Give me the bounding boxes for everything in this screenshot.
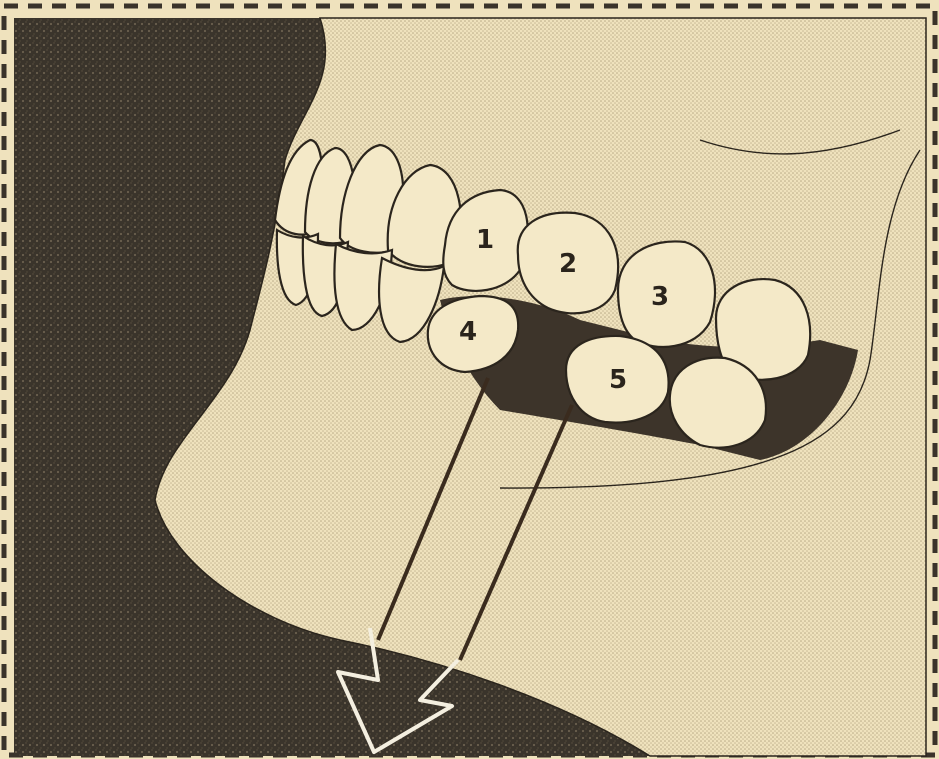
tooth-label-3: 3 xyxy=(651,282,669,312)
tooth-label-5: 5 xyxy=(609,365,627,395)
tooth-label-2: 2 xyxy=(559,249,577,279)
molar-lower-back xyxy=(670,358,766,448)
tooth-label-4: 4 xyxy=(459,317,477,347)
tooth-label-1: 1 xyxy=(476,225,494,255)
